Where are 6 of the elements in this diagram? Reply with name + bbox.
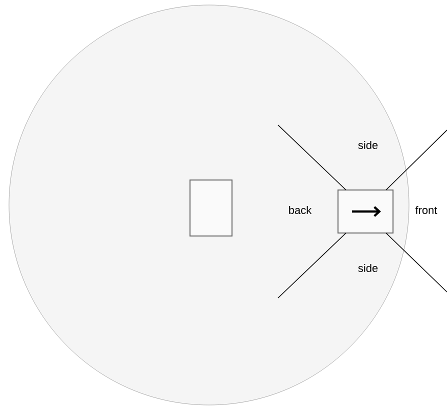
box <box>190 180 232 236</box>
sector-label: side <box>358 264 378 272</box>
sector-label: front <box>415 206 438 214</box>
sector-label: back <box>289 206 312 214</box>
sector-label: side <box>358 140 378 150</box>
circle-area <box>8 4 410 406</box>
